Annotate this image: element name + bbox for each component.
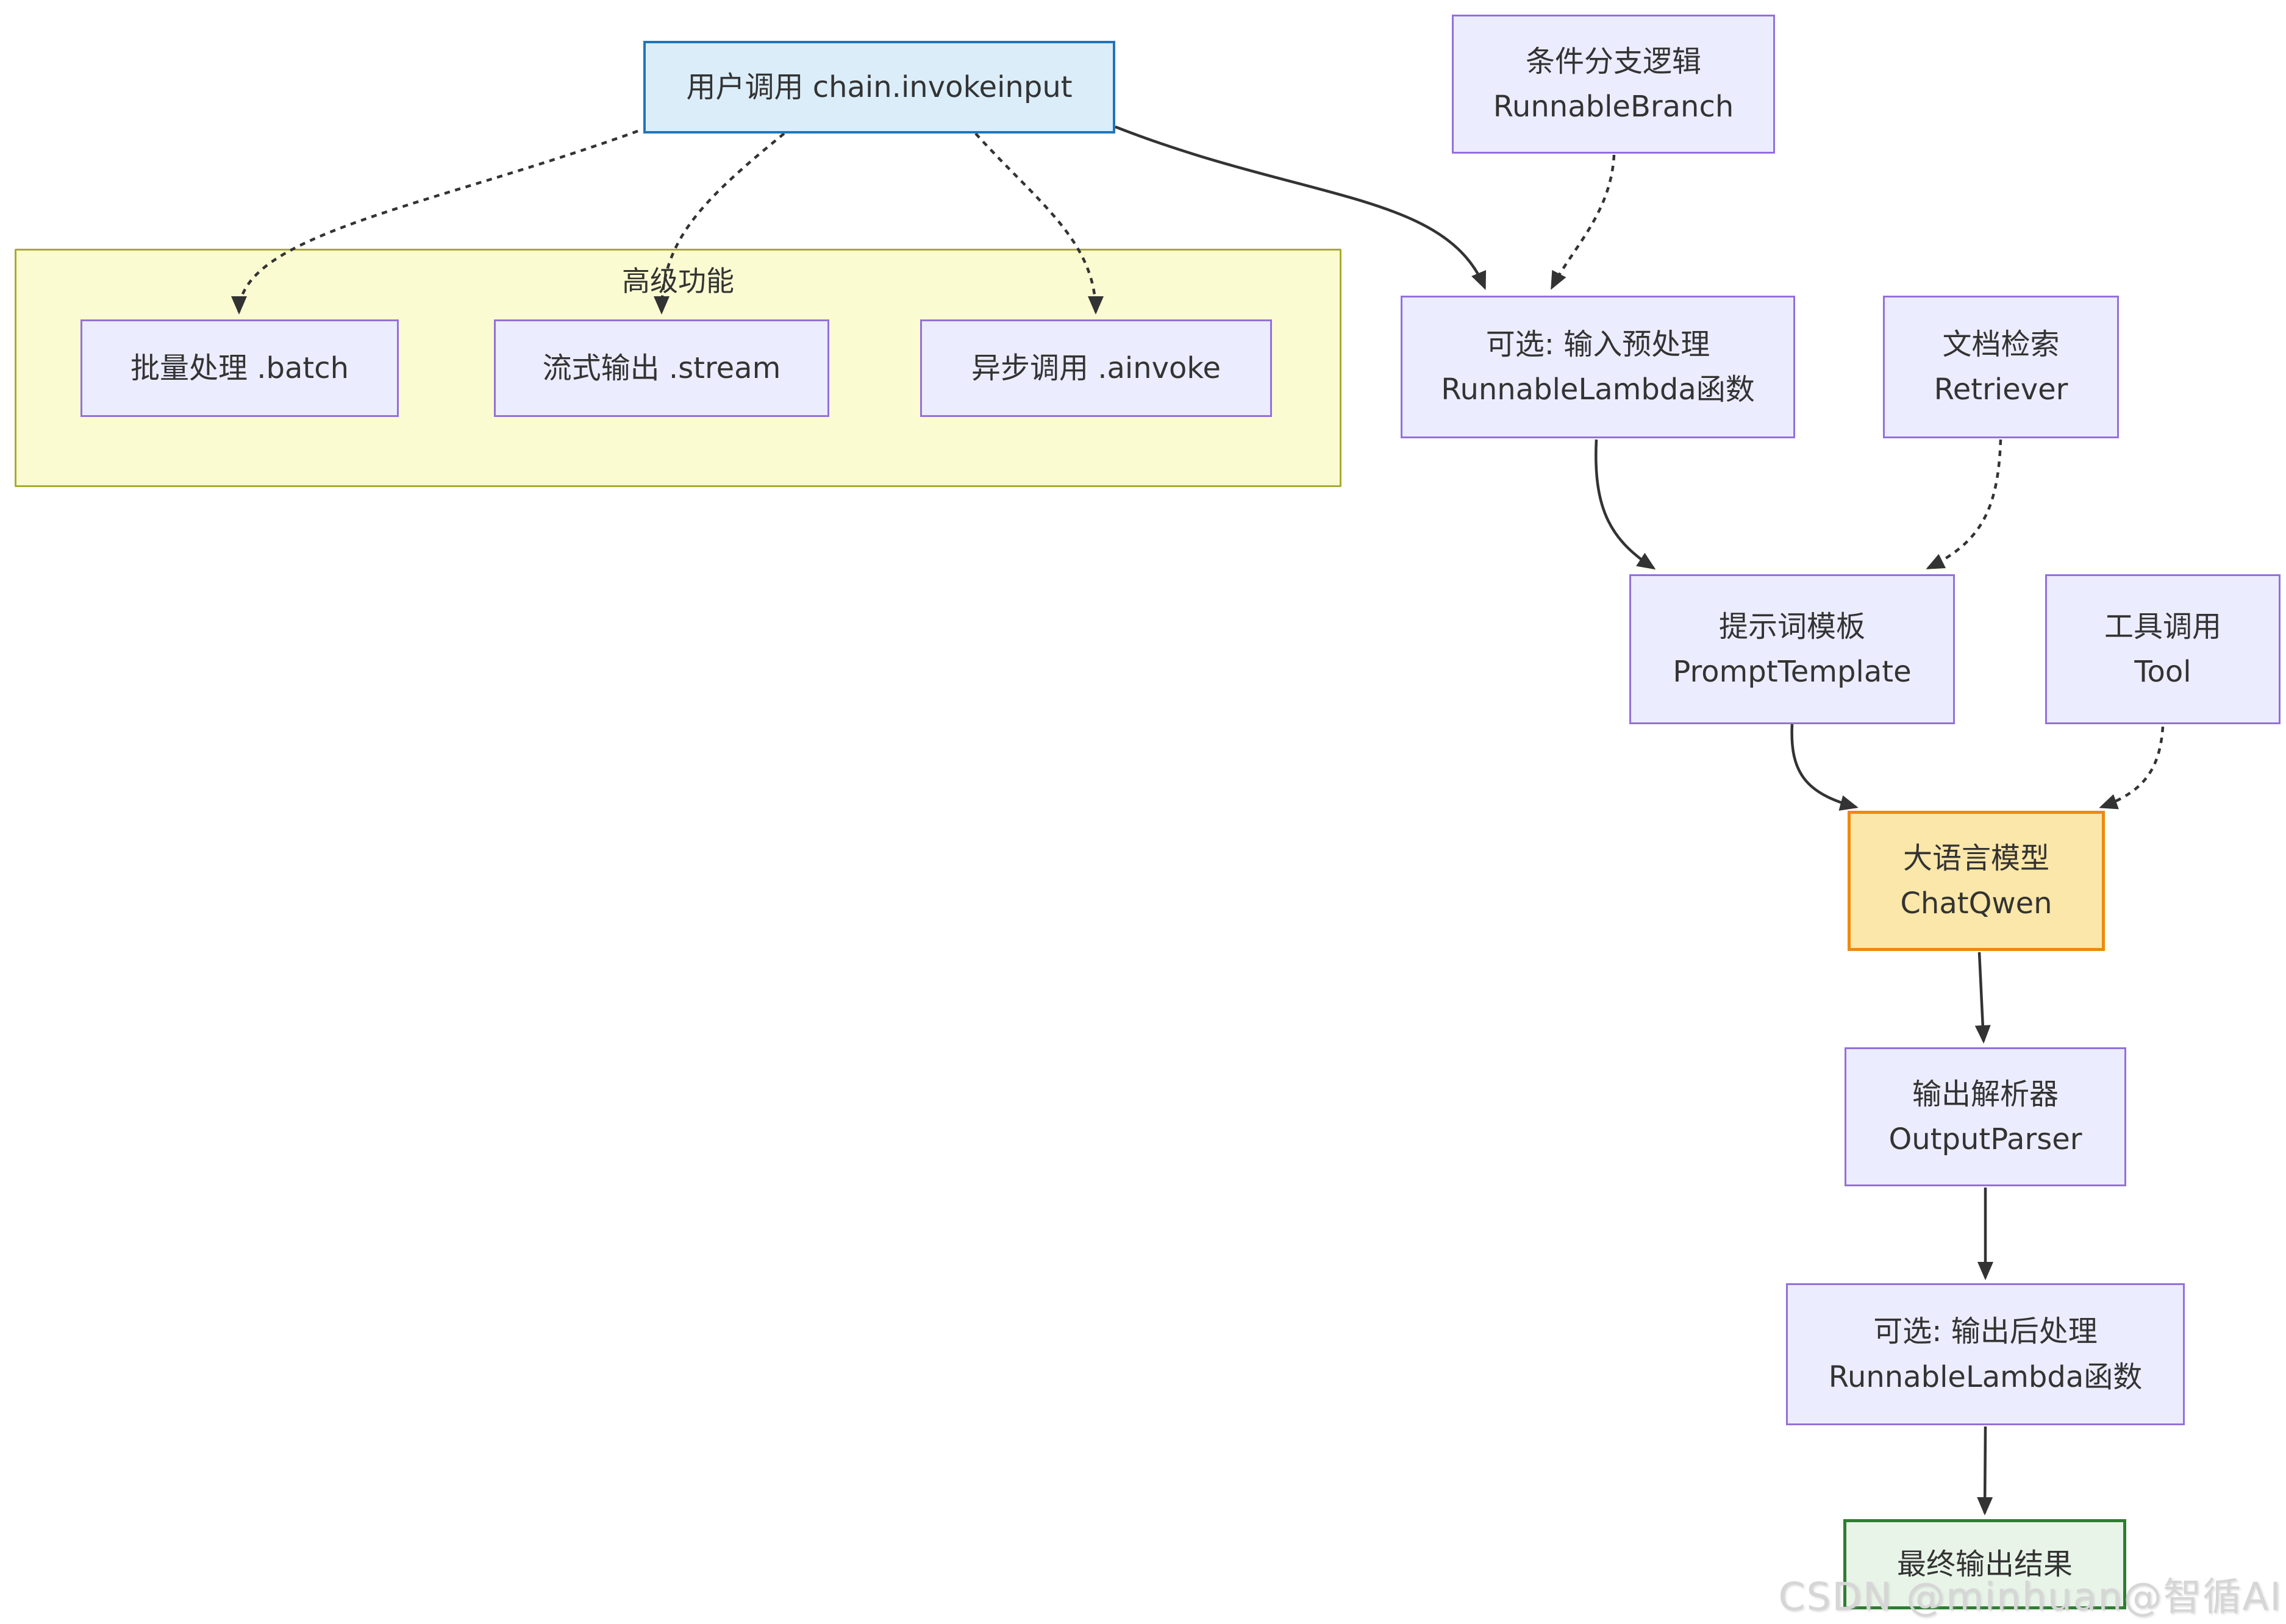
node-final-output: 最终输出结果 xyxy=(1843,1519,2126,1609)
node-stream: 流式输出 .stream xyxy=(494,319,829,417)
node-final-output-label: 最终输出结果 xyxy=(1896,1547,2073,1581)
node-stream-label: 流式输出 .stream xyxy=(542,351,781,385)
watermark: CSDN @minhuan@智循AI xyxy=(1778,1575,2282,1619)
node-retriever-label-1: 文档检索 xyxy=(1942,327,2060,361)
node-llm-chatqwen-label-1: 大语言模型 xyxy=(1902,841,2049,875)
node-runnable-branch-label-1: 条件分支逻辑 xyxy=(1525,44,1701,79)
node-user-invoke-label: 用户调用 chain.invokeinput xyxy=(686,69,1073,104)
node-output-parser-label-1: 输出解析器 xyxy=(1912,1077,2059,1111)
edge-tool-to-llm xyxy=(2099,726,2165,810)
node-retriever: 文档检索 Retriever xyxy=(1883,296,2119,438)
node-ainvoke: 异步调用 .ainvoke xyxy=(920,319,1272,417)
node-retriever-label-2: Retriever xyxy=(1934,372,2068,407)
node-tool-label-1: 工具调用 xyxy=(2104,609,2221,644)
node-input-preprocess-label-1: 可选: 输入预处理 xyxy=(1485,327,1710,361)
node-tool: 工具调用 Tool xyxy=(2045,574,2281,724)
edge-branch-to-preprocess xyxy=(1551,154,1616,290)
node-ainvoke-label: 异步调用 .ainvoke xyxy=(971,351,1221,385)
edge-llm-to-parser xyxy=(1974,952,1991,1044)
edge-preprocess-to-prompt xyxy=(1595,439,1656,570)
node-output-parser-label-2: OutputParser xyxy=(1888,1122,2082,1156)
edge-user-to-batch xyxy=(231,129,638,315)
node-prompt-template: 提示词模板 PromptTemplate xyxy=(1629,574,1955,724)
node-llm-chatqwen-label-2: ChatQwen xyxy=(1900,886,2052,921)
edge-user-to-ainvoke xyxy=(974,132,1104,315)
node-output-postprocess-label-1: 可选: 输出后处理 xyxy=(1873,1314,2098,1349)
node-input-preprocess: 可选: 输入预处理 RunnableLambda函数 xyxy=(1401,296,1795,438)
node-tool-label-2: Tool xyxy=(2134,655,2191,689)
edge-retriever-to-prompt xyxy=(1926,439,2002,570)
node-output-parser: 输出解析器 OutputParser xyxy=(1845,1047,2126,1186)
cluster-label: 高级功能 xyxy=(622,265,734,297)
edge-prompt-to-llm xyxy=(1790,724,1859,811)
node-output-postprocess-label-2: RunnableLambda函数 xyxy=(1828,1359,2143,1394)
node-prompt-template-label-2: PromptTemplate xyxy=(1673,655,1912,689)
node-runnable-branch: 条件分支逻辑 RunnableBranch xyxy=(1452,15,1775,154)
edge-user-to-preprocess xyxy=(1115,125,1487,290)
node-batch-label: 批量处理 .batch xyxy=(130,351,349,385)
node-runnable-branch-label-2: RunnableBranch xyxy=(1493,90,1734,124)
node-output-postprocess: 可选: 输出后处理 RunnableLambda函数 xyxy=(1786,1283,2185,1425)
edge-user-to-stream xyxy=(654,132,785,315)
node-user-invoke: 用户调用 chain.invokeinput xyxy=(643,41,1115,134)
node-prompt-template-label-1: 提示词模板 xyxy=(1718,609,1865,644)
node-input-preprocess-label-2: RunnableLambda函数 xyxy=(1441,372,1755,407)
node-batch: 批量处理 .batch xyxy=(80,319,399,417)
node-llm-chatqwen: 大语言模型 ChatQwen xyxy=(1848,811,2105,951)
